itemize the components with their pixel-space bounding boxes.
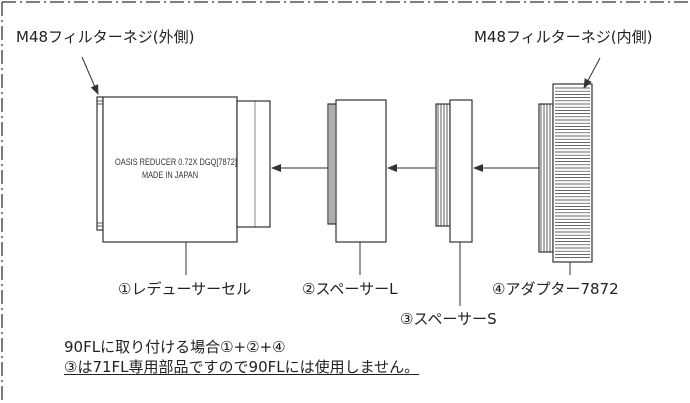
label-spacer-s: ③スペーサーS	[400, 310, 497, 328]
label-filter-thread-outer: M48フィルターネジ(外側)	[16, 28, 195, 46]
reducer-outer-thread	[96, 96, 104, 231]
note-line-2: ③は71FL専用部品ですので90FLには使用しません。	[64, 358, 420, 376]
reducer-rear-barrel	[236, 100, 271, 228]
reducer-engraving-line2: MADE IN JAPAN	[141, 170, 199, 180]
spacer-l-part	[327, 99, 387, 243]
reducer-cell-part	[96, 96, 271, 243]
reducer-engraving-line1: OASIS REDUCER 0.72X DGQ[7872]	[115, 157, 237, 167]
note-line-1: 90FLに取り付ける場合①+②+④	[64, 338, 286, 356]
label-spacer-l: ②スペーサーL	[302, 280, 398, 298]
adapter-part	[538, 83, 593, 263]
spacer-s-thread-lines	[437, 104, 448, 226]
label-filter-thread-inner: M48フィルターネジ(内側)	[474, 28, 653, 46]
reducer-body	[102, 96, 238, 243]
leader-inner-thread	[583, 57, 601, 89]
spacer-l-body	[335, 99, 387, 243]
spacer-s-part	[435, 99, 473, 243]
adapter-knurl-lines	[555, 87, 590, 258]
label-reducer-cell: ①レデューサーセル	[118, 280, 252, 298]
leader-outer-thread	[81, 56, 99, 95]
adapter-thread-lines	[540, 104, 551, 252]
reducer-thread-lines	[97, 100, 103, 227]
spacer-l-thread-lines	[329, 104, 335, 224]
label-adapter: ④アダプター7872	[492, 280, 619, 298]
leader-lines	[81, 56, 601, 306]
spacer-s-body	[449, 99, 473, 243]
